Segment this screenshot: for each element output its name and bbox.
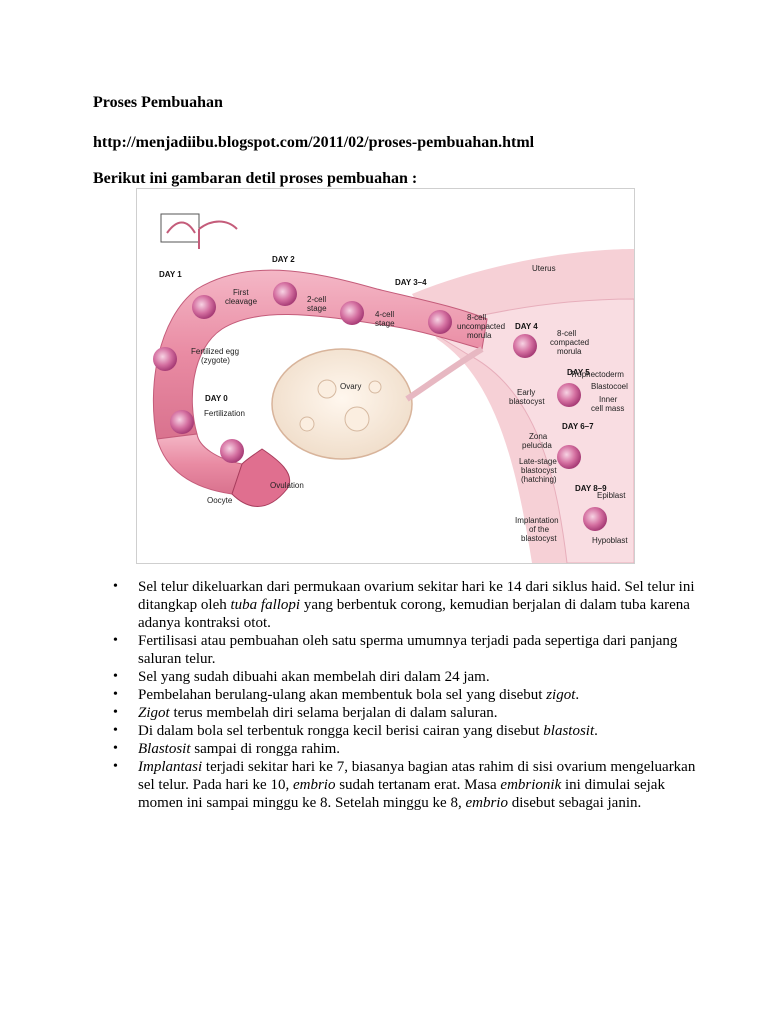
list-item: Fertilisasi atau pembuahan oleh satu spe… [138,632,698,668]
label-uterus: Uterus [532,264,556,273]
fertilization-diagram: DAY 1 DAY 2 DAY 3–4 DAY 4 DAY 5 DAY 6–7 … [136,188,635,564]
label-eight-comp-1: 8-cell [557,329,576,338]
list-item: Di dalam bola sel terbentuk rongga kecil… [138,722,698,740]
list-item: Sel yang sudah dibuahi akan membelah dir… [138,668,698,686]
label-day34: DAY 3–4 [395,278,427,287]
label-eight-comp-3: morula [557,347,582,356]
label-day67: DAY 6–7 [562,422,594,431]
cell-implant [583,507,607,531]
list-item: Zigot terus membelah diri selama berjala… [138,704,698,722]
label-ovary: Ovary [340,382,361,391]
cell-fertilization [170,410,194,434]
ovarian-ligament [407,349,482,399]
page-title: Proses Pembuahan [93,94,223,112]
ovary [272,349,412,459]
label-four-cell-1: 4-cell [375,310,394,319]
cell-oocyte [220,439,244,463]
label-implant-3: blastocyst [521,534,557,543]
label-implant-2: of the [529,525,550,534]
label-blastocoel: Blastocoel [591,382,628,391]
process-list: Sel telur dikeluarkan dari permukaan ova… [112,578,698,812]
label-late-blast-1: Late-stage [519,457,557,466]
label-inner-mass-1: Inner [599,395,618,404]
label-ovulation: Ovulation [270,481,304,490]
cell-eight-unc [428,310,452,334]
cell-eight-comp [513,334,537,358]
source-url[interactable]: http://menjadiibu.blogspot.com/2011/02/p… [93,134,534,152]
label-eight-unc-1: 8-cell [467,313,486,322]
cell-early-blast [557,383,581,407]
label-late-blast-3: (hatching) [521,475,557,484]
label-oocyte: Oocyte [207,496,233,505]
label-hypoblast: Hypoblast [592,536,628,545]
label-inner-mass-2: cell mass [591,404,624,413]
list-item: Blastosit sampai di rongga rahim. [138,740,698,758]
label-two-cell-1: 2-cell [307,295,326,304]
list-item: Sel telur dikeluarkan dari permukaan ova… [138,578,698,632]
label-fert-egg-2: (zygote) [201,356,230,365]
label-zona-1: Zona [529,432,548,441]
label-first-cleavage-1: First [233,288,249,297]
cell-two [273,282,297,306]
list-item: Pembelahan berulang-ulang akan membentuk… [138,686,698,704]
label-early-blast-1: Early [517,388,535,397]
label-day2: DAY 2 [272,255,295,264]
label-implant-1: Implantation [515,516,559,525]
label-late-blast-2: blastocyst [521,466,557,475]
label-zona-2: pelucida [522,441,552,450]
cell-zygote [153,347,177,371]
label-day1: DAY 1 [159,270,182,279]
list-item: Implantasi terjadi sekitar hari ke 7, bi… [138,758,698,812]
label-trophectoderm: Trophectoderm [570,370,624,379]
label-day4: DAY 4 [515,322,538,331]
cell-first-cleavage [192,295,216,319]
inset-box [161,214,199,242]
label-first-cleavage-2: cleavage [225,297,258,306]
diagram-svg: DAY 1 DAY 2 DAY 3–4 DAY 4 DAY 5 DAY 6–7 … [137,189,634,563]
label-two-cell-2: stage [307,304,327,313]
label-eight-unc-2: uncompacted [457,322,505,331]
cell-four [340,301,364,325]
intro-text: Berikut ini gambaran detil proses pembua… [93,170,417,188]
label-early-blast-2: blastocyst [509,397,545,406]
label-eight-comp-2: compacted [550,338,589,347]
label-four-cell-2: stage [375,319,395,328]
label-fertilization: Fertilization [204,409,245,418]
label-day0: DAY 0 [205,394,228,403]
cell-late-blast [557,445,581,469]
label-eight-unc-3: morula [467,331,492,340]
label-epiblast: Epiblast [597,491,626,500]
label-fert-egg-1: Fertilized egg [191,347,239,356]
